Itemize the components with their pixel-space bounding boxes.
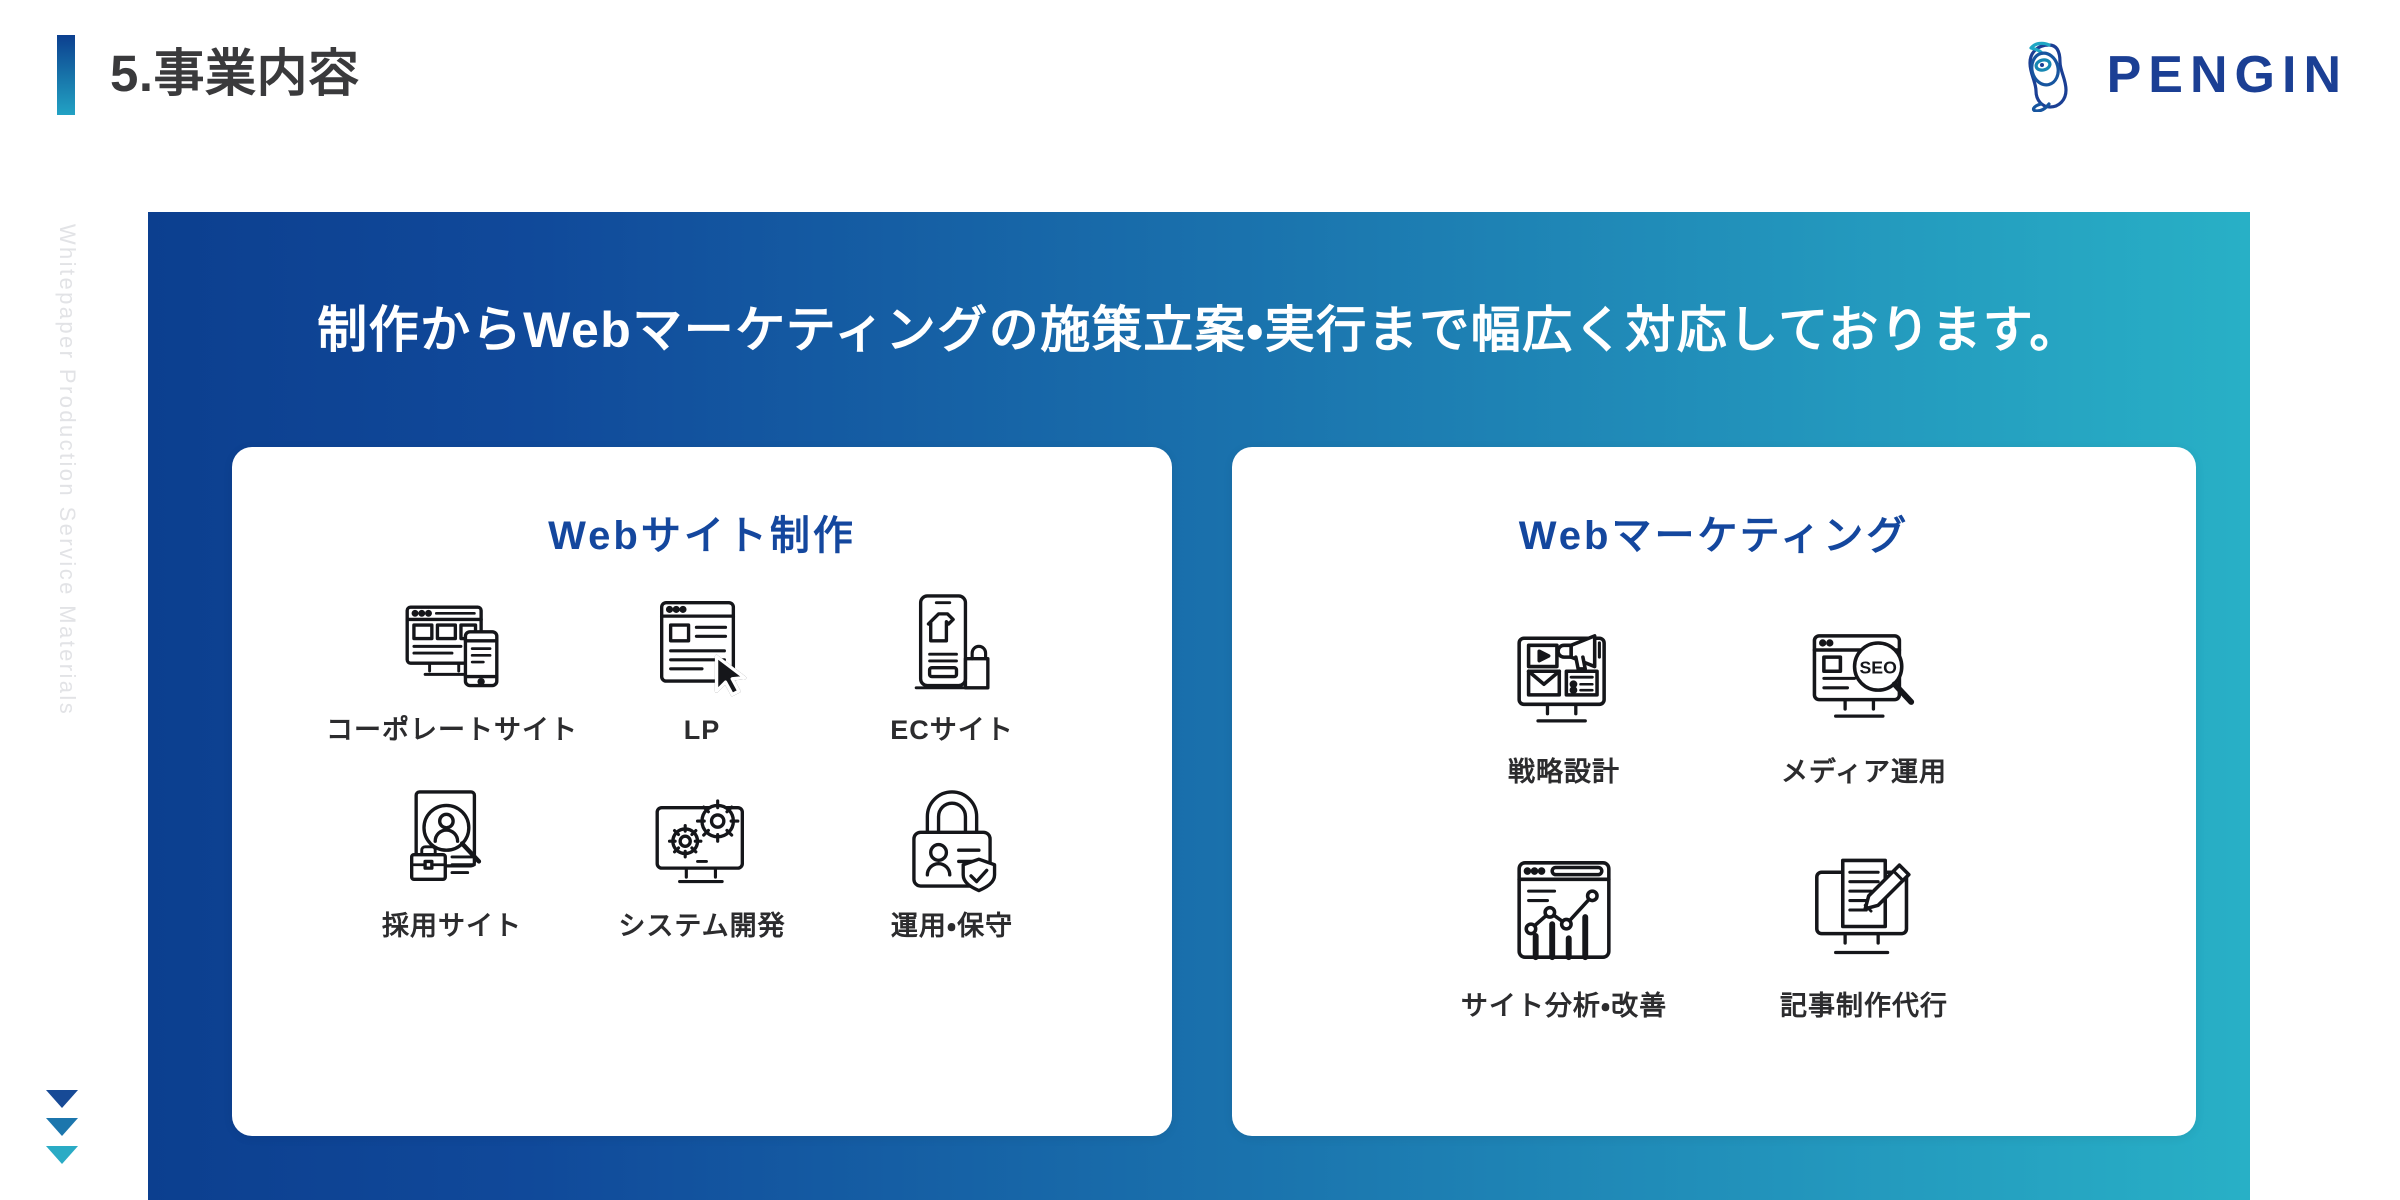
- service-item-site-analysis-improvement[interactable]: サイト分析・改善: [1414, 851, 1714, 1023]
- person-magnifier-briefcase-icon: [410, 790, 482, 881]
- vertical-rail-text: Whitepaper Production Service Materials: [55, 223, 80, 717]
- arrow-down-icon-2: [46, 1118, 78, 1136]
- service-item-label: システム開発: [618, 911, 786, 941]
- smartphone-shopping-bag-icon: [914, 594, 990, 690]
- brand-logo-text: PENGIN: [2106, 46, 2348, 104]
- monitor-megaphone-mail-icon: [1517, 634, 1606, 723]
- service-item-label: 採用サイト: [382, 911, 522, 941]
- service-card-group: Webサイト制作: [232, 447, 2196, 1136]
- padlock-person-shield-icon: [912, 790, 997, 893]
- service-item-label: ECサイト: [890, 715, 1014, 745]
- service-item-label: 戦略設計: [1508, 757, 1620, 787]
- rail-arrow-group: [46, 1090, 78, 1164]
- arrow-down-icon-1: [46, 1090, 78, 1108]
- service-item-operation-maintenance[interactable]: 運用・保守: [827, 783, 1077, 943]
- service-item-corporate-site[interactable]: コーポレートサイト: [326, 587, 578, 747]
- title-accent-bar: [57, 35, 75, 115]
- penguin-logo-icon: [2028, 41, 2068, 112]
- svg-text:SEO: SEO: [1859, 658, 1897, 678]
- card-title: Webサイト制作: [548, 514, 856, 558]
- service-item-label: LP: [683, 715, 721, 745]
- desktop-mobile-responsive-icon: [405, 605, 499, 688]
- service-item-lp[interactable]: LP: [577, 587, 827, 747]
- card-item-row: 採用サイト: [232, 783, 1172, 943]
- service-item-system-development[interactable]: システム開発: [577, 783, 827, 943]
- service-item-label: 運用・保守: [890, 911, 1014, 941]
- service-item-label: メディア運用: [1780, 757, 1948, 787]
- card-web-site-production: Webサイト制作: [232, 447, 1172, 1136]
- monitor-gears-icon: [655, 799, 744, 884]
- monitor-document-pencil-icon: [1815, 858, 1911, 955]
- card-item-grid: 戦略設計: [1232, 617, 2196, 1023]
- service-item-label: コーポレートサイト: [326, 715, 578, 745]
- service-item-ec-site[interactable]: ECサイト: [827, 587, 1077, 747]
- card-item-row: コーポレートサイト: [232, 587, 1172, 747]
- card-item-row: サイト分析・改善: [1232, 851, 2196, 1023]
- content-panel: 制作からWebマーケティングの施策立案・実行まで幅広く対応しております。 Web…: [148, 212, 2250, 1200]
- landing-page-cursor-icon: [660, 601, 747, 697]
- browser-chart-analytics-icon: [1517, 861, 1611, 961]
- card-title: Webマーケティング: [1518, 514, 1910, 558]
- card-item-row: 戦略設計: [1232, 617, 2196, 789]
- slide-header: 5.事業内容 PENGIN: [0, 0, 2400, 212]
- service-item-media-operation[interactable]: SEO メディア運用: [1714, 617, 2014, 789]
- service-item-article-production[interactable]: 記事制作代行: [1714, 851, 2014, 1023]
- panel-headline: 制作からWebマーケティングの施策立案・実行まで幅広く対応しております。: [317, 302, 2081, 358]
- service-item-label: サイト分析・改善: [1460, 991, 1668, 1021]
- service-item-label: 記事制作代行: [1780, 991, 1948, 1021]
- arrow-down-icon-3: [46, 1146, 78, 1164]
- page-title: 5.事業内容: [110, 45, 360, 102]
- service-item-recruit-site[interactable]: 採用サイト: [327, 783, 577, 943]
- card-item-grid: コーポレートサイト: [232, 587, 1172, 943]
- card-web-marketing: Webマーケティング: [1232, 447, 2196, 1136]
- service-item-strategy-design[interactable]: 戦略設計: [1414, 617, 1714, 789]
- brand-logo: PENGIN: [2019, 38, 2348, 112]
- seo-magnifier-monitor-icon: SEO: [1812, 634, 1915, 718]
